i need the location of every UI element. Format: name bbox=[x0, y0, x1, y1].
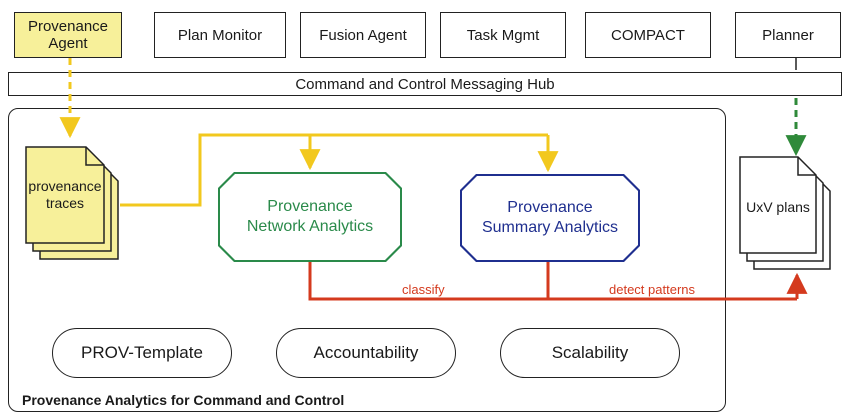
frame-title: Provenance Analytics for Command and Con… bbox=[22, 392, 345, 408]
prov-template-label: PROV-Template bbox=[81, 343, 203, 362]
task-mgmt-label: Task Mgmt bbox=[466, 26, 540, 44]
scalability-pill: Scalability bbox=[500, 328, 680, 378]
traces-label-line2: traces bbox=[45, 195, 85, 211]
plan-monitor-box: Plan Monitor bbox=[154, 12, 286, 58]
summary-label-line1: Provenance bbox=[507, 199, 593, 216]
summary-label-line2: Summary Analytics bbox=[481, 219, 619, 236]
network-analytics-node: Provenance Network Analytics bbox=[218, 172, 402, 262]
summary-analytics-node: Provenance Summary Analytics bbox=[460, 174, 640, 262]
task-mgmt-box: Task Mgmt bbox=[440, 12, 566, 58]
planner-box: Planner bbox=[735, 12, 841, 58]
provenance-agent-label-line1: Provenance bbox=[27, 18, 109, 35]
provenance-analytics-frame bbox=[8, 108, 726, 412]
provenance-agent-box: Provenance Agent bbox=[14, 12, 122, 58]
compact-box: COMPACT bbox=[585, 12, 711, 58]
uxv-plans-label: UxV plans bbox=[746, 198, 810, 215]
messaging-hub-bar: Command and Control Messaging Hub bbox=[8, 72, 842, 96]
traces-label-line1: provenance bbox=[28, 178, 102, 194]
fusion-agent-label: Fusion Agent bbox=[319, 26, 407, 44]
fusion-agent-box: Fusion Agent bbox=[300, 12, 426, 58]
network-label-line1: Provenance bbox=[267, 198, 353, 215]
provenance-traces-label: provenance traces bbox=[26, 155, 104, 235]
scalability-label: Scalability bbox=[551, 343, 629, 362]
planner-label: Planner bbox=[762, 26, 814, 44]
compact-label: COMPACT bbox=[611, 26, 685, 44]
accountability-label: Accountability bbox=[313, 343, 419, 362]
uxv-plans-stack: UxV plans bbox=[738, 155, 842, 273]
classify-label: classify bbox=[402, 282, 445, 297]
messaging-hub-label: Command and Control Messaging Hub bbox=[295, 75, 555, 93]
plan-monitor-label: Plan Monitor bbox=[177, 26, 263, 44]
detect-patterns-label: detect patterns bbox=[609, 282, 695, 297]
provenance-traces-stack: provenance traces bbox=[24, 145, 134, 263]
provenance-agent-label-line2: Agent bbox=[48, 35, 88, 52]
plans-document-stack-icon bbox=[739, 156, 831, 270]
document-stack-icon bbox=[25, 146, 119, 260]
network-analytics-label: Provenance Network Analytics bbox=[220, 174, 400, 260]
network-label-line2: Network Analytics bbox=[246, 218, 374, 235]
summary-analytics-label: Provenance Summary Analytics bbox=[462, 176, 638, 260]
accountability-pill: Accountability bbox=[276, 328, 456, 378]
prov-template-pill: PROV-Template bbox=[52, 328, 232, 378]
